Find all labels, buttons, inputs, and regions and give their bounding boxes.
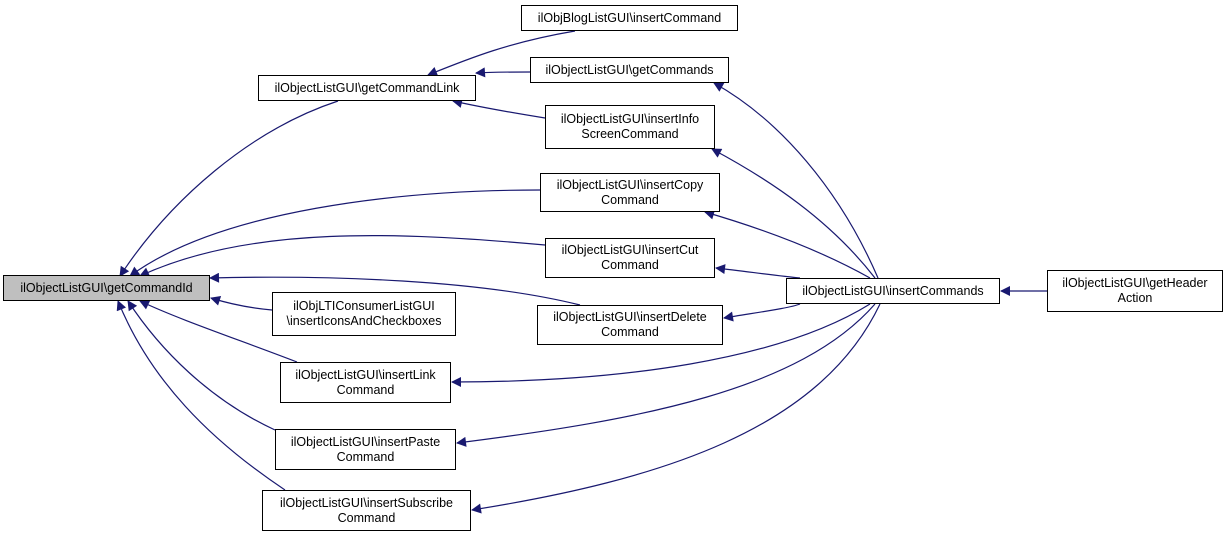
node-label-line: ilObjectListGUI\insertCut <box>561 243 699 257</box>
edge-insertInfoScreenCommand-to-getCommandLink <box>452 98 546 119</box>
node-getCommandLink[interactable]: ilObjectListGUI\getCommandLink <box>258 75 476 101</box>
node-label-line: ilObjectListGUI\insertCopy <box>556 177 704 192</box>
edge-insertCutCommand-to-getCommandId <box>139 235 546 277</box>
edge-ltiInsertIconsAndCheckboxes-to-getCommandId <box>210 295 273 311</box>
edge-insertCommands-to-insertCutCommand <box>715 264 801 279</box>
node-label-line: Command <box>601 192 659 207</box>
node-label-line: ilObjBlogListGUI\insertCommand <box>537 10 722 25</box>
node-label-line: ilObjectListGUI\getCommandLink <box>274 80 460 95</box>
node-label-line: ilObjectListGUI\getCommandId <box>20 280 193 295</box>
edge-insertCommands-to-insertLinkCommand <box>451 303 871 387</box>
edge-insertSubscribeCommand-to-getCommandId <box>116 300 286 491</box>
node-label-line: Command <box>601 258 659 272</box>
edge-getCommandLink-to-getCommandId <box>119 100 339 277</box>
node-label-line: \insertIconsAndCheckboxes <box>286 314 442 328</box>
node-label-line: Command <box>336 382 395 397</box>
edge-getCommands-to-getCommandLink <box>475 67 531 78</box>
node-label-line: ilObjLTIConsumerListGUI <box>293 299 435 313</box>
node-insertCommands[interactable]: ilObjectListGUI\insertCommands <box>786 278 1000 304</box>
edge-insertPasteCommand-to-getCommandId <box>127 300 276 431</box>
edge-insertCommands-to-insertInfoScreenCommand <box>711 148 876 279</box>
edge-insertLinkCommand-to-getCommandId <box>139 300 298 363</box>
node-label-line: ilObjectListGUI\insertDelete <box>553 310 707 324</box>
edge-insertCopyCommand-to-getCommandId <box>129 189 541 277</box>
node-label-line: ilObjectListGUI\insertCommands <box>802 283 984 298</box>
edge-insertCommands-to-insertPasteCommand <box>456 303 876 447</box>
edge-blogInsertCommand-to-getCommandLink <box>427 30 576 77</box>
node-ltiInsertIconsAndCheckboxes[interactable]: ilObjLTIConsumerListGUI\insertIconsAndCh… <box>272 292 456 336</box>
node-label-line: Action <box>1117 291 1153 305</box>
edge-insertCommands-to-insertDeleteCommand <box>723 303 801 322</box>
node-blogInsertCommand[interactable]: ilObjBlogListGUI\insertCommand <box>521 5 738 31</box>
node-getCommands[interactable]: ilObjectListGUI\getCommands <box>530 57 729 83</box>
edge-insertCommands-to-insertCopyCommand <box>704 209 871 279</box>
node-label-line: ScreenCommand <box>581 127 679 141</box>
node-getCommandId[interactable]: ilObjectListGUI\getCommandId <box>3 275 210 301</box>
edge-insertCommands-to-insertSubscribeCommand <box>471 303 881 514</box>
node-label-line: Command <box>337 510 396 525</box>
node-label-line: ilObjectListGUI\insertInfo <box>560 112 700 126</box>
node-label-line: Command <box>601 325 659 339</box>
node-label-line: ilObjectListGUI\insertSubscribe <box>280 495 453 510</box>
node-label-line: ilObjectListGUI\insertLink <box>295 367 436 382</box>
edge-insertCommands-to-getCommands <box>713 82 879 279</box>
edge-insertDeleteCommand-to-getCommandId <box>209 272 581 306</box>
node-label-line: ilObjectListGUI\getHeader <box>1062 276 1208 290</box>
node-label-line: Command <box>336 449 395 464</box>
node-label-line: ilObjectListGUI\insertPaste <box>290 434 441 449</box>
node-label-line: ilObjectListGUI\getCommands <box>545 62 714 77</box>
